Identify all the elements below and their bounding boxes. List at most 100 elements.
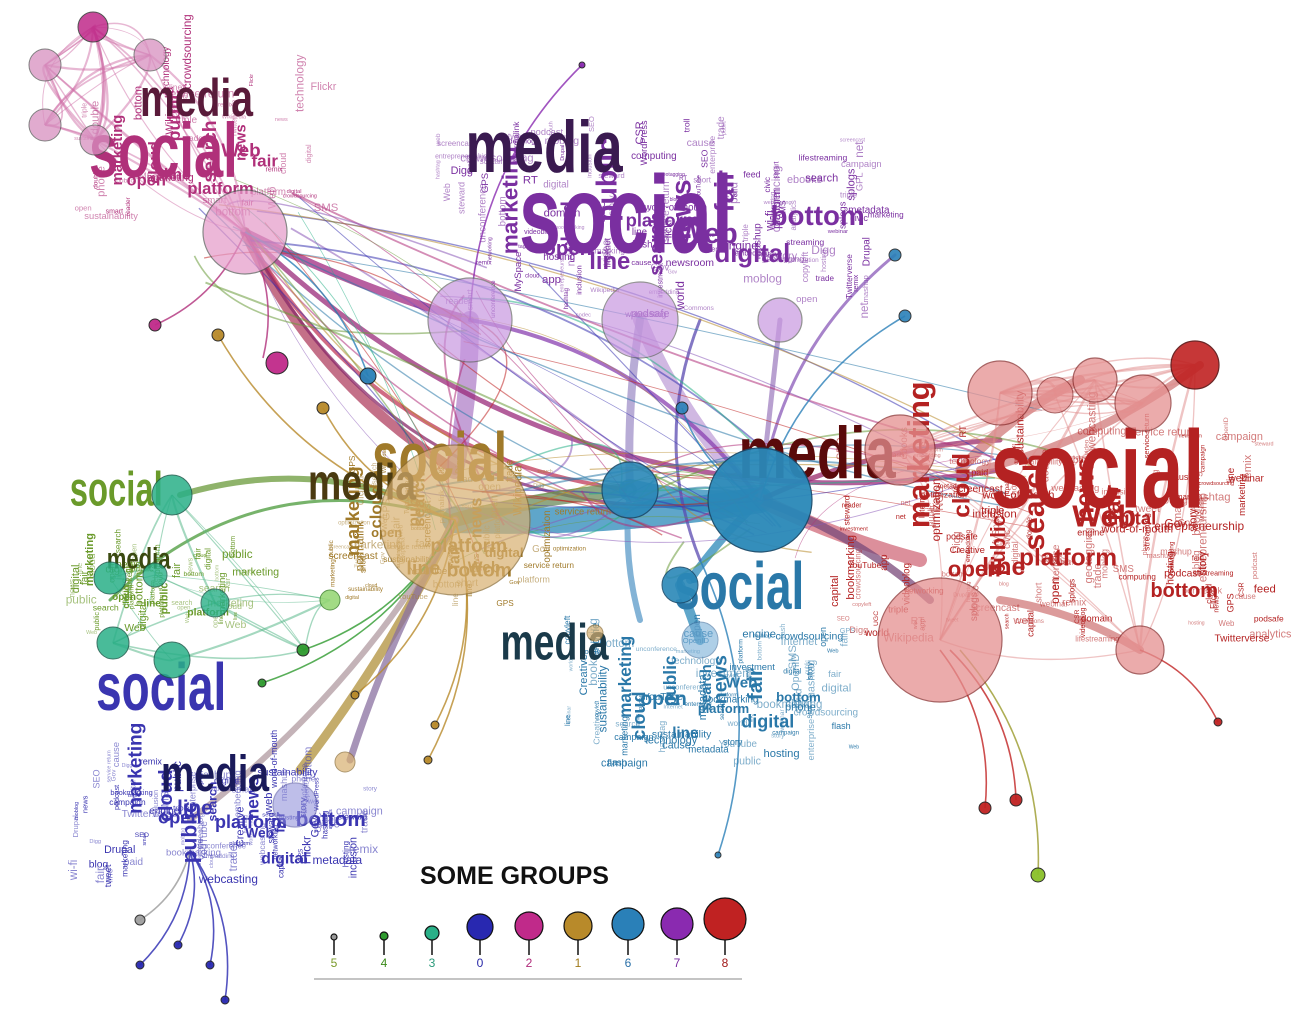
cloud-word: YouTube xyxy=(719,739,758,750)
cloud-word: phone xyxy=(638,694,644,710)
cloud-word-social: social xyxy=(70,462,163,516)
cloud-word: OpenID xyxy=(790,654,802,691)
cloud-word: cloud xyxy=(209,855,215,868)
cloud-word: search xyxy=(615,719,640,728)
cloud-word-line: line xyxy=(177,797,212,820)
cloud-word: net xyxy=(896,513,906,521)
cloud-word: steward xyxy=(598,171,624,180)
cloud-word: technology xyxy=(161,46,172,94)
cloud-word: Creative xyxy=(592,712,602,744)
cloud-word: metadata xyxy=(938,484,967,491)
cloud-word: trade xyxy=(716,116,727,139)
network-node xyxy=(601,461,659,519)
cloud-word: double xyxy=(93,169,100,189)
cloud-word: ebooks xyxy=(787,174,823,186)
cloud-word: mashup xyxy=(1160,547,1192,557)
network-node xyxy=(1009,793,1023,807)
cloud-word: SMS xyxy=(777,200,787,218)
cloud-word: cause xyxy=(311,818,340,830)
cloud-word: open xyxy=(796,294,817,305)
cloud-word: campaign xyxy=(772,729,799,736)
cloud-word: trade xyxy=(816,274,835,283)
cloud-word: news xyxy=(186,558,195,576)
cloud-word-open: open xyxy=(640,688,687,710)
cloud-word: Drupal xyxy=(560,145,566,161)
word-cloud-purple: DiggGovcapitalDrupalstoryembeddingmoblog… xyxy=(435,105,904,320)
cloud-word-cloud: cloud xyxy=(629,691,649,739)
legend-item-6: 6 xyxy=(611,907,645,970)
network-node xyxy=(79,124,111,156)
cloud-word: public xyxy=(66,593,97,607)
cloud-word: networking xyxy=(271,825,280,860)
cloud-word: wi-fi xyxy=(763,210,776,232)
network-node xyxy=(1115,625,1165,675)
cloud-word: reader xyxy=(182,134,206,143)
cloud-word: marketing xyxy=(868,210,904,219)
cloud-word: analytics xyxy=(789,200,798,230)
cloud-word: videoblog xyxy=(195,813,205,850)
cloud-word: platform xyxy=(771,189,783,229)
cloud-word-open: open xyxy=(948,557,1001,582)
edge-green-20 xyxy=(154,574,331,603)
cloud-word-platform: platform xyxy=(215,812,287,832)
cloud-word: word-of-mouth xyxy=(269,730,279,789)
cloud-word: technology xyxy=(645,734,698,746)
edge-dangle-14 xyxy=(139,849,191,966)
cloud-word: trade xyxy=(359,809,370,833)
cloud-word: capital xyxy=(129,780,138,802)
cloud-word: hashtag xyxy=(243,815,249,833)
cloud-word: capital xyxy=(718,180,729,207)
legend-label-1: 1 xyxy=(575,956,582,970)
edge-green-14 xyxy=(171,494,306,651)
cloud-word: Web xyxy=(86,630,97,636)
cloud-word: unconference xyxy=(663,682,708,691)
cloud-word: CSR xyxy=(634,121,646,144)
cloud-word-fair: fair xyxy=(1100,485,1126,521)
cloud-word: reader xyxy=(125,196,132,216)
cloud-word-line: line xyxy=(589,248,630,275)
network-node xyxy=(888,248,902,262)
network-node xyxy=(296,643,310,657)
cloud-word: public xyxy=(805,660,811,674)
cloud-word: phone xyxy=(697,232,716,239)
legend-label-0: 0 xyxy=(477,956,484,970)
cloud-word: hashtag xyxy=(1190,491,1230,503)
cloud-word: wi-fi xyxy=(1012,443,1024,464)
cloud-word: bottom xyxy=(498,196,509,226)
cloud-word: word-of-mouth xyxy=(1101,524,1174,536)
cloud-word: steward xyxy=(338,812,368,822)
cloud-word: civic xyxy=(1002,530,1013,549)
cloud-word: campaign xyxy=(336,805,383,817)
cloud-word: inclusion xyxy=(152,790,160,818)
network-node xyxy=(77,11,109,43)
cloud-word-marketing: marketing xyxy=(126,723,147,814)
network-node xyxy=(1036,376,1074,414)
cloud-word: computing xyxy=(1077,426,1126,438)
cloud-word: moblog xyxy=(1099,549,1109,579)
cloud-word: search xyxy=(262,813,280,819)
cloud-word: bookmarking xyxy=(110,788,152,797)
legend-item-0: 0 xyxy=(466,913,494,970)
cloud-word: mashup xyxy=(753,223,764,259)
network-node xyxy=(707,447,813,553)
cloud-word: optimization xyxy=(929,478,943,541)
network-node xyxy=(681,621,719,659)
network-node xyxy=(578,61,586,69)
cloud-word: fair xyxy=(94,867,107,883)
cloud-word: webinar xyxy=(567,706,573,724)
cloud-word: tweet xyxy=(1135,504,1160,515)
cloud-word-platform: platform xyxy=(1019,545,1117,572)
cloud-word: platform xyxy=(229,841,250,847)
cloud-word: SEO xyxy=(835,437,847,460)
cloud-word: newsroom xyxy=(1179,433,1202,439)
cloud-word: remix xyxy=(266,167,284,174)
cloud-word: enterprise xyxy=(188,772,198,812)
cloud-word: permalink xyxy=(1182,586,1223,596)
cloud-word: Gov xyxy=(509,580,520,586)
word-cloud-red: DiggGovcapitalDrupalstoryembeddingmoblog… xyxy=(738,381,1292,644)
edge-dangle-16 xyxy=(189,849,215,966)
cloud-word: platform xyxy=(149,580,156,605)
network-node xyxy=(200,588,230,618)
cloud-word: inclusion xyxy=(574,265,583,295)
cloud-word: bottom xyxy=(942,570,966,579)
